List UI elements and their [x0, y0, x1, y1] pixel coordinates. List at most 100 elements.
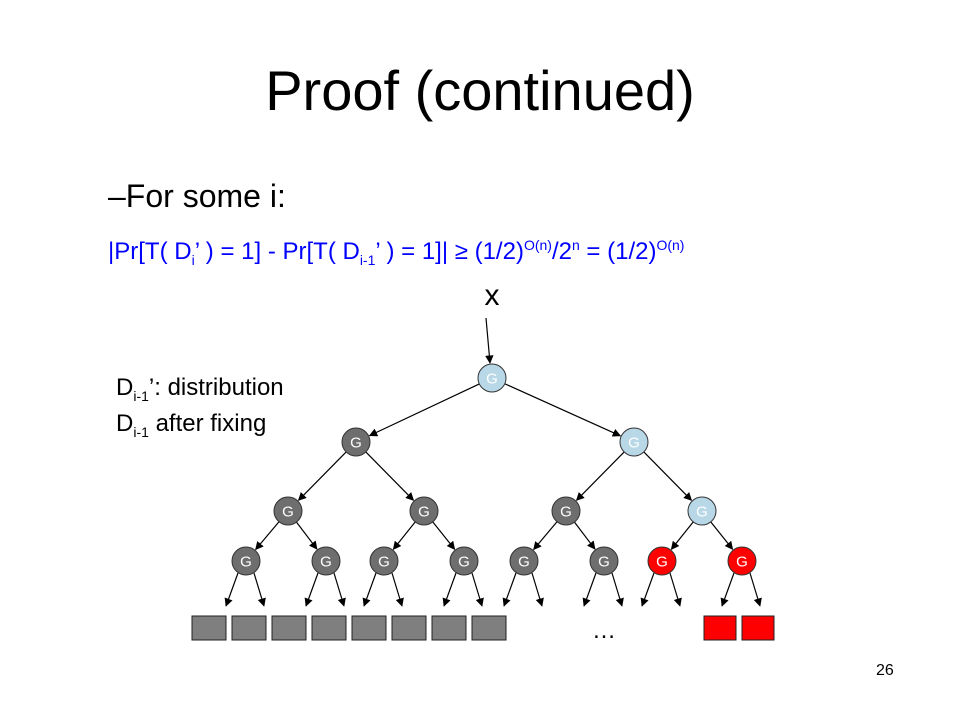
formula-sub: i-1 [359, 251, 376, 268]
leaf-edge [582, 572, 597, 607]
bullet-text: –For some i: [108, 178, 286, 214]
note-text: ’: distribution [148, 374, 284, 401]
tree-node: G [231, 546, 261, 576]
leaf-edge [471, 572, 484, 607]
tree-node: G [409, 496, 439, 526]
tree-edge [365, 451, 415, 501]
node-label: G [378, 554, 390, 571]
tree-node: G [687, 496, 717, 526]
tree-edge [573, 521, 596, 550]
tree-node: G [727, 546, 757, 576]
tree-node: G [647, 546, 677, 576]
output-box [391, 615, 427, 641]
tree-nodes: G G G G G G G G G G G G G G G [231, 363, 757, 576]
output-box [191, 615, 227, 641]
node-label: G [598, 554, 610, 571]
node-label: G [240, 554, 252, 571]
node-label: G [518, 554, 530, 571]
tree-node: G [509, 546, 539, 576]
input-label-x: x [485, 279, 500, 312]
leaf-edge [304, 572, 319, 607]
formula-sup: n [571, 237, 580, 253]
tree-node: G [369, 546, 399, 576]
tree-node: G [311, 546, 341, 576]
leaf-edge [640, 572, 655, 607]
node-label: G [486, 371, 498, 388]
output-boxes [191, 615, 775, 641]
leaf-edge [611, 572, 624, 607]
output-box-red [703, 615, 737, 641]
leaf-edge [333, 572, 346, 607]
slide-title: Proof (continued) [265, 59, 695, 122]
node-label: G [282, 504, 294, 521]
tree-edge [297, 451, 347, 501]
formula-part: ’ ) = 1]| ≥ (1/2) [375, 238, 524, 265]
node-label: G [350, 435, 362, 452]
leaf-edge [442, 572, 457, 607]
tree-edge [575, 451, 625, 501]
tree-edge [710, 521, 734, 550]
leaf-edge [391, 572, 404, 607]
tree-edge [368, 383, 480, 437]
tree-node: G [589, 546, 619, 576]
output-box [471, 615, 507, 641]
leaf-edge [362, 572, 377, 607]
ellipsis: … [592, 617, 616, 644]
input-arrow [485, 317, 494, 364]
page-number: 26 [876, 662, 894, 679]
tree-edge [504, 383, 622, 437]
leaf-edge [502, 572, 517, 607]
formula-part: /2 [551, 238, 572, 265]
distribution-note: Di-1’: distribution Di-1 after fixing [116, 370, 284, 442]
leaf-edge [749, 572, 762, 607]
output-box-red [741, 615, 775, 641]
node-label: G [696, 504, 708, 521]
note-sub: i-1 [133, 423, 149, 440]
tree-node: G [273, 496, 303, 526]
tree-node: G [341, 427, 371, 457]
tree-edge [255, 521, 280, 551]
tree-edges [224, 317, 762, 607]
tree-edge [533, 521, 558, 551]
formula-part: = (1/2) [579, 238, 657, 265]
note-line-1: Di-1’: distribution [116, 370, 284, 406]
note-sub: i-1 [133, 387, 149, 404]
tree-edge [432, 521, 456, 550]
node-label: G [320, 554, 332, 571]
formula-part: ’ ) = 1] - Pr[T( D [194, 238, 360, 265]
tree-edge [643, 451, 693, 501]
node-label: G [628, 435, 640, 452]
leaf-edge [531, 572, 544, 607]
output-box [231, 615, 267, 641]
leaf-edge [720, 572, 735, 607]
tree-edge [670, 521, 694, 550]
note-text: D [116, 374, 134, 401]
leaf-edge [224, 572, 239, 607]
output-box [311, 615, 347, 641]
note-text: after fixing [148, 410, 267, 437]
formula: |Pr[T( Di’ ) = 1] - Pr[T( Di-1’ ) = 1]| … [108, 236, 684, 268]
node-label: G [458, 554, 470, 571]
tree-edge [392, 521, 416, 550]
formula-sup: O(n) [523, 237, 552, 253]
formula-sub: i [191, 251, 195, 268]
node-label: G [656, 554, 668, 571]
formula-sup: O(n) [656, 237, 685, 253]
node-label: G [418, 504, 430, 521]
tree-node: G [449, 546, 479, 576]
root-node: G [477, 363, 507, 393]
leaf-edge [669, 572, 682, 607]
note-line-2: Di-1 after fixing [116, 406, 284, 442]
tree-edge [295, 521, 318, 550]
node-label: G [736, 554, 748, 571]
output-box [431, 615, 467, 641]
output-box [351, 615, 387, 641]
node-label: G [560, 504, 572, 521]
formula-part: |Pr[T( D [108, 238, 192, 265]
tree-node: G [619, 427, 649, 457]
leaf-edge [253, 572, 266, 607]
output-box [271, 615, 307, 641]
note-text: D [116, 410, 134, 437]
tree-node: G [551, 496, 581, 526]
